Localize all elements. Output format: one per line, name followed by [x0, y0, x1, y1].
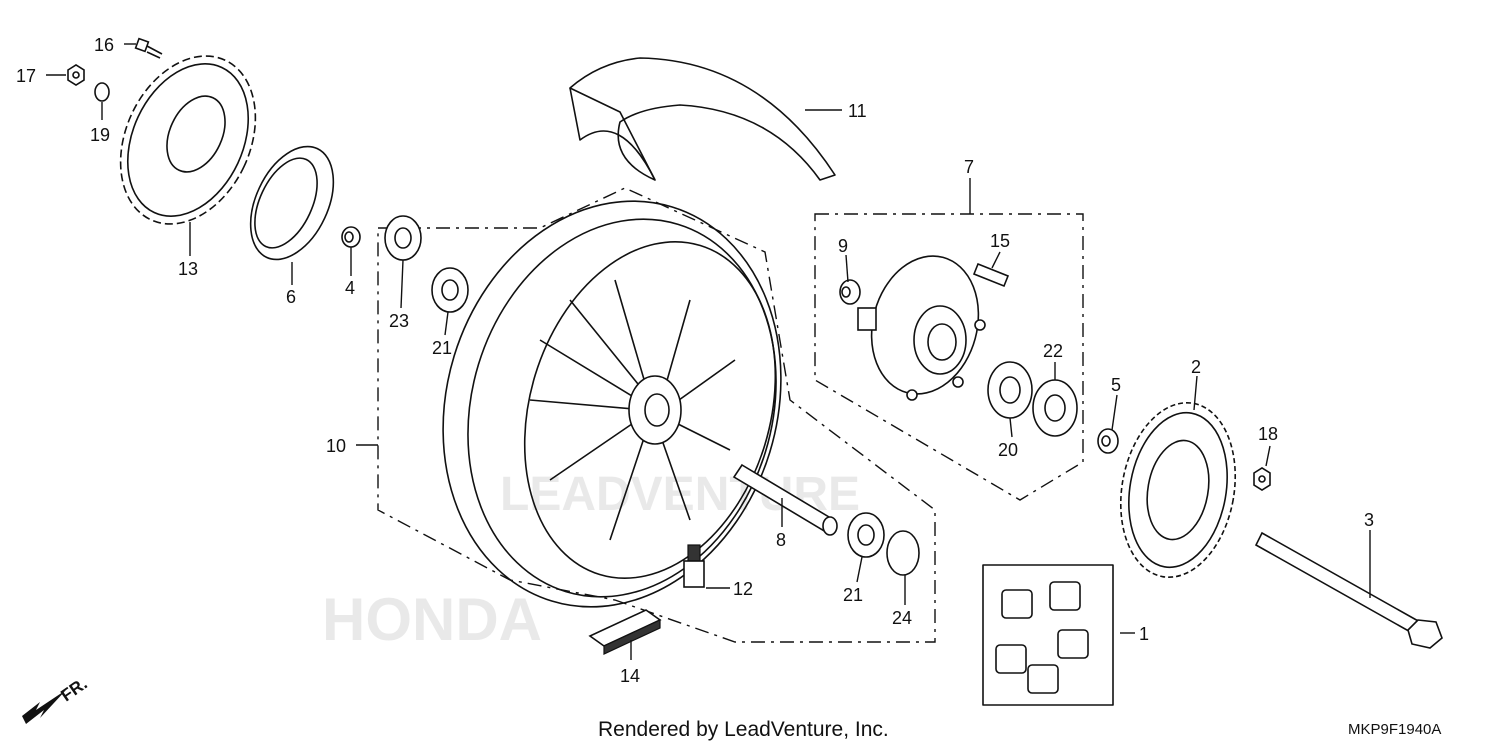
front-direction-label: FR. [57, 674, 90, 705]
sprocket-collar[interactable] [1097, 428, 1119, 454]
callout-6[interactable]: 6 [286, 287, 296, 307]
front-arrow-icon [22, 690, 66, 724]
collar[interactable] [341, 226, 361, 248]
damper-group-box [982, 564, 1114, 706]
driven-sprocket[interactable] [1108, 394, 1249, 587]
bearing-21-upper[interactable] [431, 267, 469, 313]
bearing-23[interactable] [384, 215, 422, 261]
callout-2[interactable]: 2 [1191, 357, 1201, 377]
dust-seal[interactable] [234, 133, 350, 272]
leader-lines [46, 43, 1371, 660]
diagram-code: MKP9F1940A [1348, 721, 1442, 738]
balance-weight[interactable] [588, 609, 662, 655]
stud-bolt[interactable] [972, 262, 1010, 288]
rear-axle[interactable] [1254, 531, 1443, 649]
callout-18[interactable]: 18 [1258, 424, 1278, 444]
callout-23[interactable]: 23 [389, 311, 409, 331]
footer-credit: Rendered by LeadVenture, Inc. [598, 718, 889, 741]
brake-disc[interactable] [95, 34, 282, 246]
callout-7[interactable]: 7 [964, 157, 974, 177]
rear-wheel[interactable] [394, 159, 830, 649]
disc-nut[interactable] [67, 64, 85, 86]
callout-10[interactable]: 10 [326, 436, 346, 456]
bearing-21-lower[interactable] [847, 512, 885, 558]
callout-5[interactable]: 5 [1111, 375, 1121, 395]
wheel-group-outline [377, 187, 936, 643]
disc-bolt[interactable] [134, 37, 163, 59]
callout-17[interactable]: 17 [16, 66, 36, 86]
callout-20[interactable]: 20 [998, 440, 1018, 460]
callout-1[interactable]: 1 [1139, 624, 1149, 644]
wheel-damper-rubbers[interactable] [995, 581, 1089, 694]
disc-washer[interactable] [94, 82, 110, 102]
callout-16[interactable]: 16 [94, 35, 114, 55]
callout-4[interactable]: 4 [345, 278, 355, 298]
flange-collar[interactable] [839, 279, 861, 305]
bearing-22[interactable] [1032, 379, 1078, 437]
front-direction-indicator: FR. [22, 674, 91, 724]
watermark: HONDA LEADVENTURE [322, 468, 860, 653]
callout-14[interactable]: 14 [620, 666, 640, 686]
watermark-brand-text: HONDA [322, 586, 542, 653]
final-driven-flange[interactable] [857, 244, 994, 406]
tire-valve[interactable] [683, 544, 705, 588]
rear-tire[interactable] [569, 57, 836, 181]
callout-22[interactable]: 22 [1043, 341, 1063, 361]
axle-collar[interactable] [732, 463, 838, 536]
callout-21-upper[interactable]: 21 [432, 338, 452, 358]
callout-19[interactable]: 19 [90, 125, 110, 145]
callout-8[interactable]: 8 [776, 530, 786, 550]
callout-21-lower[interactable]: 21 [843, 585, 863, 605]
sprocket-nut[interactable] [1253, 467, 1271, 491]
callout-24[interactable]: 24 [892, 608, 912, 628]
callouts: 1 2 3 4 5 6 7 8 9 10 11 12 13 14 15 16 1… [16, 35, 1374, 686]
callout-13[interactable]: 13 [178, 259, 198, 279]
callout-9[interactable]: 9 [838, 236, 848, 256]
callout-3[interactable]: 3 [1364, 510, 1374, 530]
o-ring[interactable] [886, 530, 920, 576]
bearing-20[interactable] [987, 361, 1033, 419]
callout-11[interactable]: 11 [848, 101, 867, 121]
hub-group-outline [814, 213, 1084, 501]
callout-12[interactable]: 12 [733, 579, 753, 599]
callout-15[interactable]: 15 [990, 231, 1010, 251]
